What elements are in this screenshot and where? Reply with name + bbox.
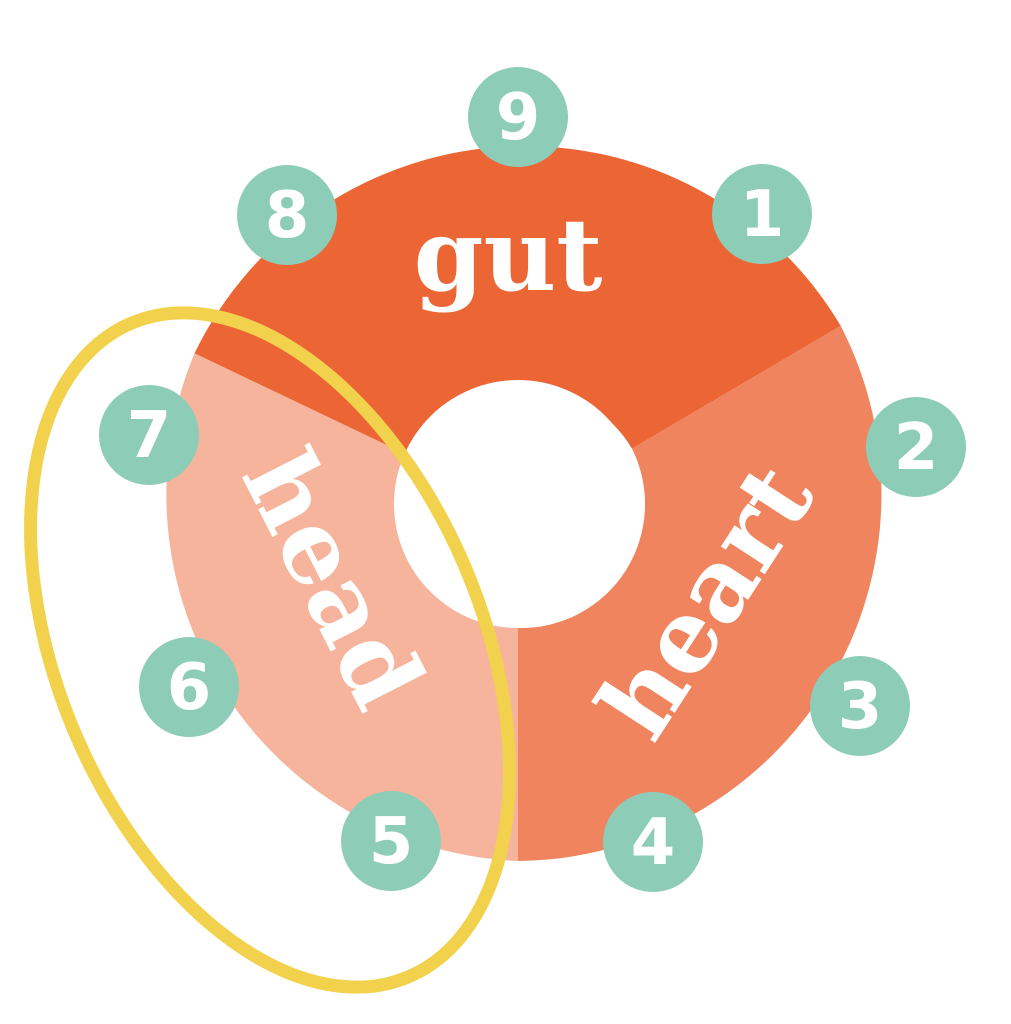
number-badge-circle — [237, 165, 337, 265]
number-badge-circle — [712, 164, 812, 264]
center-hole — [394, 380, 642, 628]
number-badge-circle — [866, 397, 966, 497]
number-badge-5: 5 — [341, 791, 441, 891]
number-badge-circle — [139, 637, 239, 737]
number-label: 3 — [838, 670, 883, 744]
number-badge-1: 1 — [712, 164, 812, 264]
number-label: 9 — [496, 81, 541, 155]
head-highlight-ellipse — [24, 306, 516, 994]
number-badges: 1 2 3 4 5 6 7 8 — [99, 67, 966, 892]
segment-gut — [194, 146, 841, 458]
number-label: 4 — [631, 806, 676, 880]
number-label: 5 — [369, 805, 414, 879]
number-badge-9: 9 — [468, 67, 568, 167]
number-label: 7 — [127, 399, 172, 473]
number-badge-7: 7 — [99, 385, 199, 485]
donut-ring — [166, 146, 882, 861]
number-badge-3: 3 — [810, 656, 910, 756]
number-badge-4: 4 — [603, 792, 703, 892]
segment-heart — [518, 325, 882, 861]
number-badge-circle — [810, 656, 910, 756]
number-badge-6: 6 — [139, 637, 239, 737]
number-badge-circle — [341, 791, 441, 891]
number-label: 2 — [894, 411, 939, 485]
number-badge-8: 8 — [237, 165, 337, 265]
number-label: 6 — [167, 651, 212, 725]
number-badge-2: 2 — [866, 397, 966, 497]
number-badge-circle — [603, 792, 703, 892]
segment-label-gut: gut — [414, 196, 603, 314]
number-label: 8 — [265, 179, 310, 253]
number-label: 1 — [740, 178, 785, 252]
number-badge-circle — [99, 385, 199, 485]
segment-head — [166, 353, 518, 861]
number-badge-circle — [468, 67, 568, 167]
